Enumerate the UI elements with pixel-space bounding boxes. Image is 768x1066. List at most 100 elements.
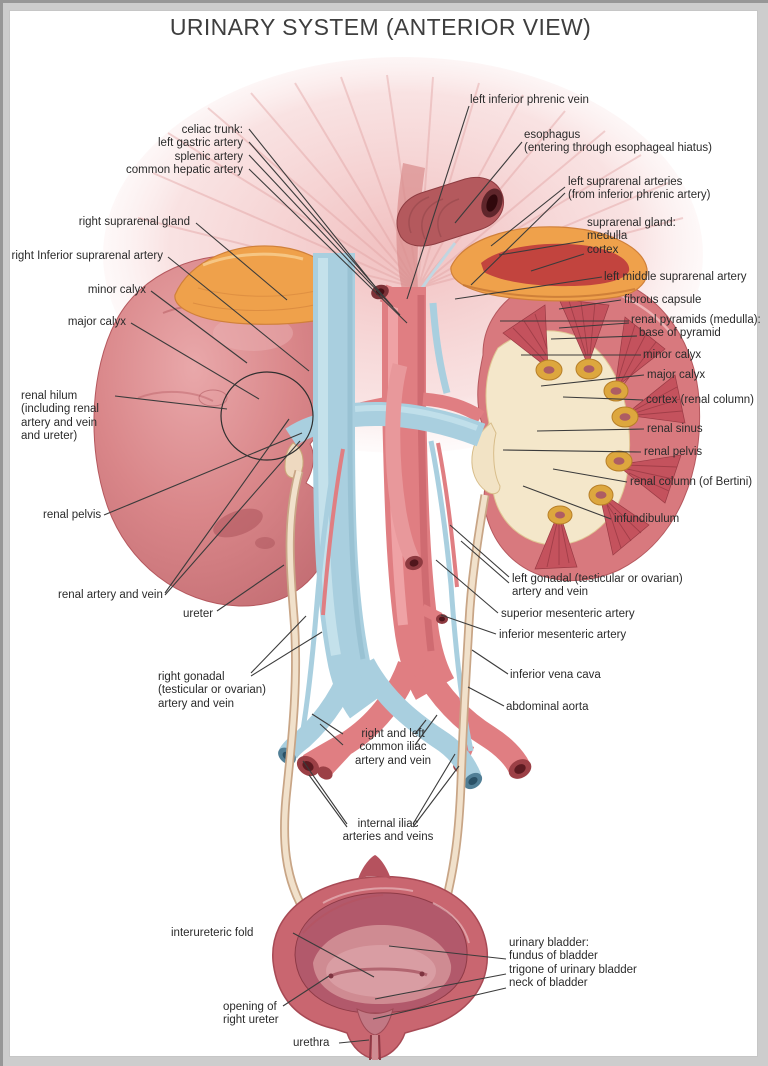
label-ureter: ureter <box>183 608 213 621</box>
label-line: right and left <box>361 728 425 740</box>
label-line: artery and vein <box>512 586 589 599</box>
label-line: renal pelvis <box>43 509 102 521</box>
label-common-iliac: right and left common iliac artery and v… <box>333 728 453 768</box>
label-line: (including renal <box>21 403 99 416</box>
label-major-calyx-right: major calyx <box>647 369 705 382</box>
label-line: cortex (renal column) <box>646 394 755 406</box>
label-line: left suprarenal arteries <box>568 176 683 188</box>
label-line: left gastric artery <box>158 137 243 150</box>
label-line: superior mesenteric artery <box>501 608 635 620</box>
hilum-circle <box>220 371 314 461</box>
label-line: esophagus <box>524 129 581 141</box>
label-line: (entering through esophageal hiatus) <box>524 142 712 155</box>
label-opening-of-right-ureter: opening of right ureter <box>223 1001 279 1028</box>
label-line: inferior mesenteric artery <box>499 629 627 641</box>
label-internal-iliac: internal iliac arteries and veins <box>323 818 453 845</box>
label-line: minor calyx <box>643 349 702 361</box>
label-line: right ureter <box>223 1014 279 1027</box>
label-line: renal artery and vein <box>58 589 163 601</box>
label-line: infundibulum <box>614 513 680 525</box>
label-line: right suprarenal gland <box>78 216 190 228</box>
renal-pelvis-shape <box>471 422 501 495</box>
label-renal-hilum: renal hilum (including renal artery and … <box>21 390 99 444</box>
label-line: major calyx <box>67 316 126 328</box>
label-line: fundus of bladder <box>509 950 598 963</box>
label-line: celiac trunk: <box>181 124 243 136</box>
label-line: suprarenal gland: <box>587 217 676 229</box>
anatomical-illustration <box>3 3 768 1066</box>
label-line: internal iliac <box>357 818 419 830</box>
label-right-suprarenal-gland: right suprarenal gland <box>79 216 190 229</box>
label-renal-pelvis-right: renal pelvis <box>644 446 702 459</box>
label-fibrous-capsule: fibrous capsule <box>624 294 701 307</box>
label-major-calyx-left: major calyx <box>68 316 126 329</box>
label-line: inferior vena cava <box>510 669 601 681</box>
label-line: cortex <box>587 243 619 256</box>
label-line: common hepatic artery <box>126 164 243 177</box>
label-line: right gonadal <box>158 671 225 683</box>
label-left-gonadal: left gonadal (testicular or ovarian) art… <box>512 573 683 600</box>
label-urinary-bladder: urinary bladder: fundus of bladder trigo… <box>509 937 637 991</box>
label-line: fibrous capsule <box>624 294 702 306</box>
label-line: common iliac <box>359 741 427 754</box>
label-renal-pyramids: renal pyramids (medulla): base of pyrami… <box>631 314 761 341</box>
label-line: neck of bladder <box>509 977 588 990</box>
label-line: abdominal aorta <box>506 701 589 713</box>
label-line: left inferior phrenic vein <box>470 94 589 106</box>
label-inferior-vena-cava: inferior vena cava <box>510 669 601 682</box>
label-renal-sinus: renal sinus <box>647 423 703 436</box>
leader-lines <box>103 105 645 1044</box>
page-title: URINARY SYSTEM (ANTERIOR VIEW) <box>169 14 592 40</box>
label-line: medulla <box>587 230 628 243</box>
label-renal-pelvis-left: renal pelvis <box>43 509 101 522</box>
superior-mesenteric-artery-shape <box>385 363 423 571</box>
left-kidney-section <box>471 273 701 582</box>
label-line: renal hilum <box>21 390 78 402</box>
label-line: trigone of urinary bladder <box>509 963 637 976</box>
label-left-middle-suprarenal-artery: left middle suprarenal artery <box>604 271 747 284</box>
label-cortex-renal-column: cortex (renal column) <box>646 394 754 407</box>
label-line: left gonadal (testicular or ovarian) <box>512 573 683 585</box>
label-line: renal pyramids (medulla): <box>631 314 761 326</box>
label-superior-mesenteric-artery: superior mesenteric artery <box>501 608 635 621</box>
label-line: urinary bladder: <box>509 937 589 949</box>
label-line: urethra <box>293 1037 330 1049</box>
label-right-gonadal: right gonadal (testicular or ovarian) ar… <box>158 671 266 711</box>
label-line: artery and vein <box>158 697 235 710</box>
label-renal-artery-and-vein: renal artery and vein <box>58 589 163 602</box>
label-abdominal-aorta: abdominal aorta <box>506 701 588 714</box>
label-line: renal sinus <box>647 423 703 435</box>
ureters <box>280 469 490 920</box>
label-line: base of pyramid <box>639 327 721 340</box>
label-minor-calyx-left: minor calyx <box>88 284 146 297</box>
label-suprarenal-gland: suprarenal gland: medulla cortex <box>587 217 676 257</box>
label-right-inferior-suprarenal-artery: right Inferior suprarenal artery <box>12 250 163 263</box>
label-infundibulum: infundibulum <box>614 513 679 526</box>
label-line: artery and vein <box>354 754 432 767</box>
label-left-suprarenal-arteries: left suprarenal arteries (from inferior … <box>568 176 711 203</box>
label-line: left middle suprarenal artery <box>604 271 747 283</box>
label-line: right Inferior suprarenal artery <box>11 250 163 262</box>
label-left-inferior-phrenic-vein: left inferior phrenic vein <box>470 94 589 107</box>
label-line: interureteric fold <box>171 927 254 939</box>
label-minor-calyx-right: minor calyx <box>643 349 701 362</box>
label-line: opening of <box>223 1001 277 1013</box>
left-suprarenal-gland <box>450 226 648 302</box>
minor-calyces <box>535 358 639 525</box>
label-line: renal column (of Bertini) <box>630 476 753 488</box>
label-esophagus: esophagus (entering through esophageal h… <box>524 129 712 156</box>
label-line: artery and vein <box>21 416 98 429</box>
label-celiac-trunk: celiac trunk: left gastric artery spleni… <box>126 124 243 178</box>
label-line: (testicular or ovarian) <box>158 684 267 697</box>
label-line: arteries and veins <box>342 831 434 844</box>
label-line: major calyx <box>647 369 706 381</box>
label-line: splenic artery <box>174 150 243 163</box>
label-line: (from inferior phrenic artery) <box>568 189 711 202</box>
label-interureteric-fold: interureteric fold <box>171 927 253 940</box>
esophagus-shape <box>396 176 505 348</box>
urinary-bladder-shape <box>272 855 488 1061</box>
label-line: renal pelvis <box>644 446 703 458</box>
label-line: ureter <box>183 608 214 620</box>
label-urethra: urethra <box>293 1037 329 1050</box>
